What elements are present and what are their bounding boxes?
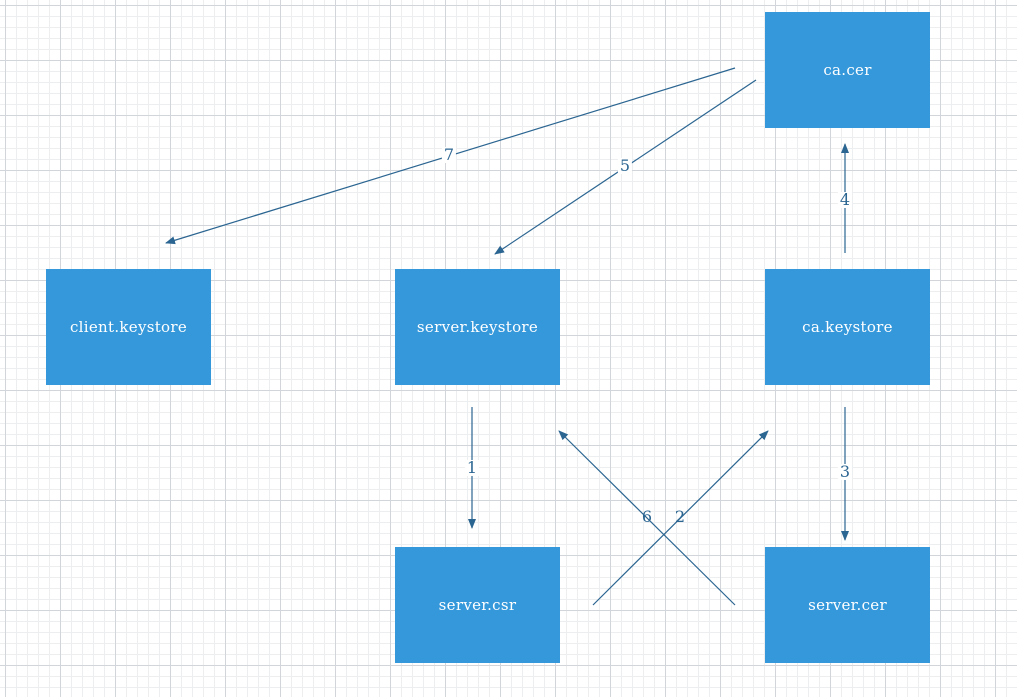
node-server-cer[interactable]: server.cer — [765, 547, 930, 663]
edge-label-6: 6 — [641, 507, 653, 526]
node-server-csr[interactable]: server.csr — [395, 547, 560, 663]
edge-label-2: 2 — [674, 507, 686, 526]
node-ca-keystore[interactable]: ca.keystore — [765, 269, 930, 385]
node-label: ca.cer — [823, 61, 872, 79]
node-label: server.keystore — [416, 318, 539, 336]
node-label: server.cer — [808, 596, 887, 614]
edge-label-4: 4 — [837, 190, 853, 209]
node-client-keystore[interactable]: client.keystore — [46, 269, 211, 385]
edge-6-arrow — [558, 430, 736, 606]
edge-label-5: 5 — [617, 156, 633, 175]
node-server-keystore[interactable]: server.keystore — [395, 269, 560, 385]
edge-label-1: 1 — [464, 458, 480, 477]
node-label: server.csr — [438, 596, 517, 614]
edge-2-arrow — [592, 430, 769, 606]
edge-label-3: 3 — [837, 462, 853, 481]
node-label: ca.keystore — [802, 318, 893, 336]
edge-label-7: 7 — [441, 145, 457, 164]
node-label: client.keystore — [69, 318, 188, 336]
node-ca-cer[interactable]: ca.cer — [765, 12, 930, 128]
